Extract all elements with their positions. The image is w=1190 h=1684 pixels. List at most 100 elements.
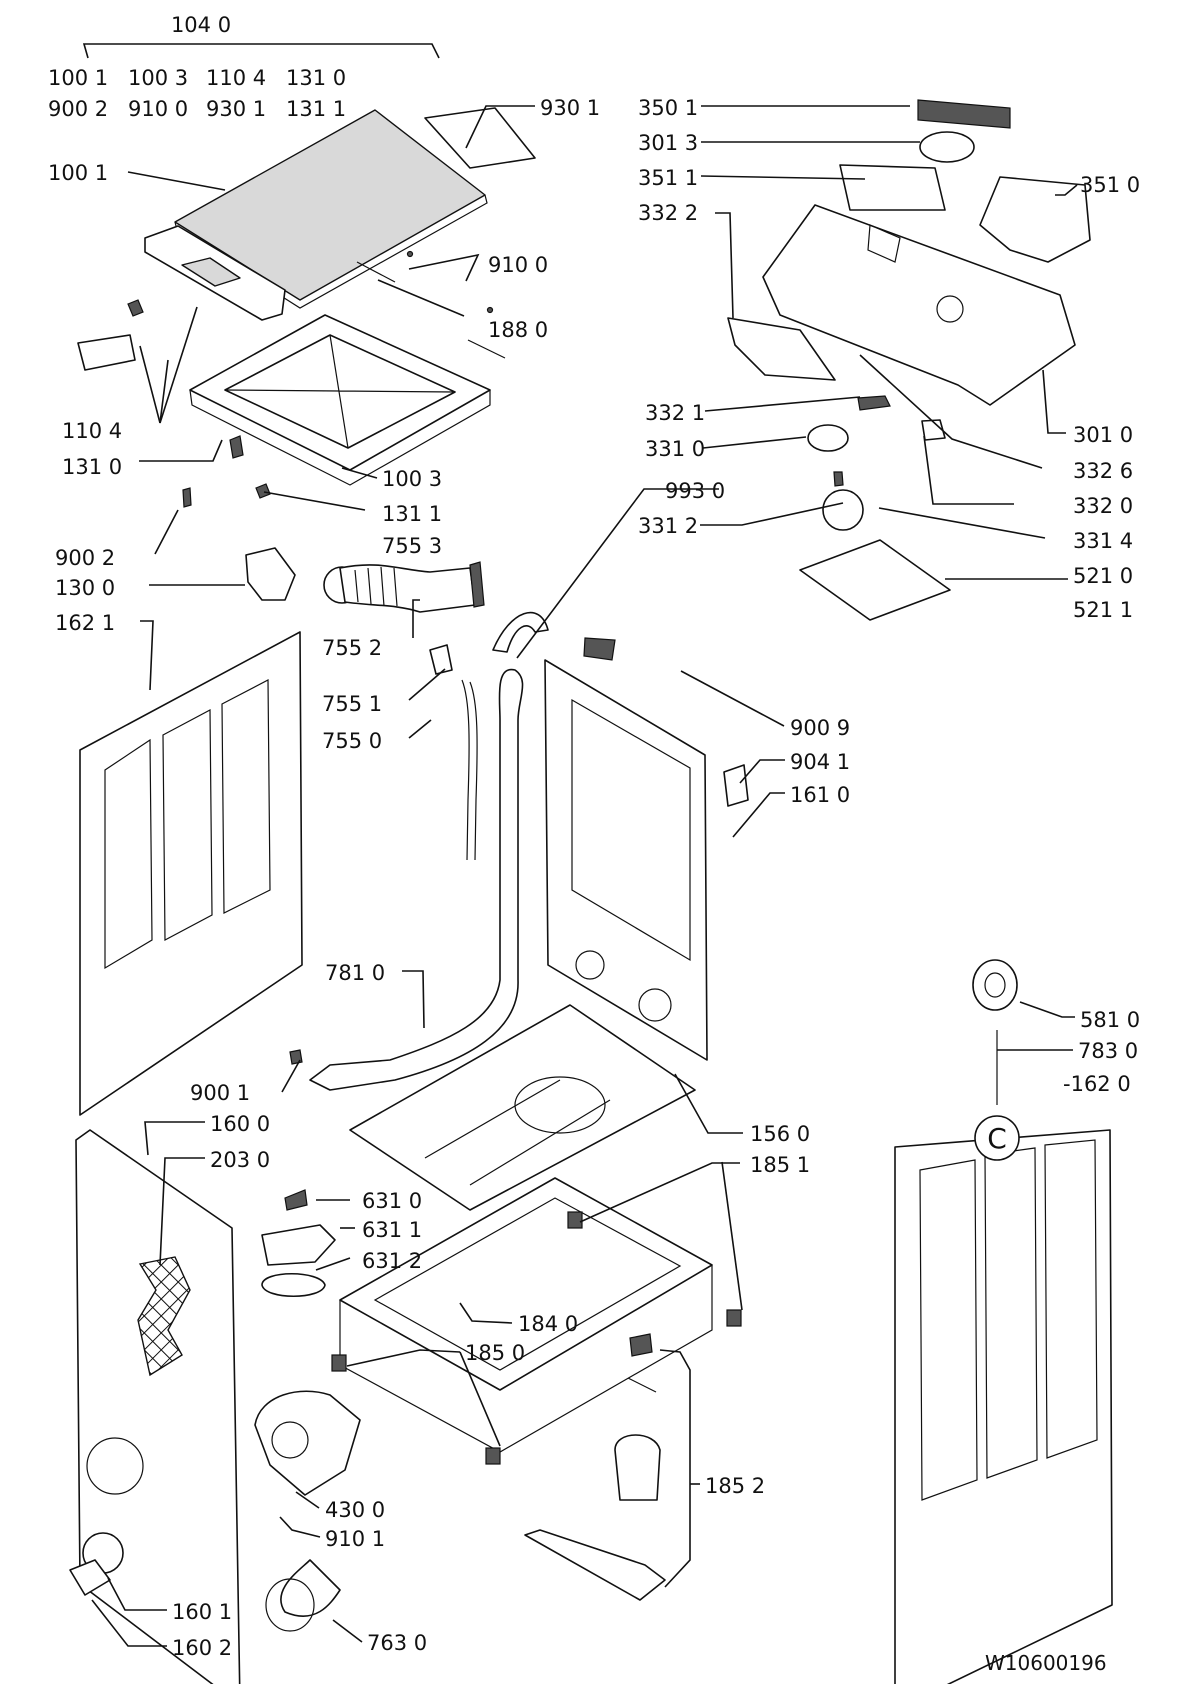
buttons-part <box>727 317 836 381</box>
label-755-3: 755 3 <box>382 534 442 558</box>
lever-clip-part <box>629 1333 653 1357</box>
spring-332-1-part <box>857 395 891 411</box>
button-support-part <box>839 164 946 211</box>
group-label-100-3: 100 3 <box>128 66 188 90</box>
label-331-4: 331 4 <box>1073 529 1133 553</box>
pump-inlet <box>271 1421 309 1459</box>
label-160-0: 160 0 <box>210 1112 270 1136</box>
label-161-0: 161 0 <box>790 783 850 807</box>
cover-latch-part <box>69 1559 111 1596</box>
filter-rim <box>265 1578 315 1632</box>
label-910-0: 910 0 <box>488 253 548 277</box>
left-side-panel-part <box>79 631 303 1116</box>
label-332-0: 332 0 <box>1073 494 1133 518</box>
callout-labels: 104 0 100 1 100 3 110 4 131 0 900 2 910 … <box>48 13 1140 1660</box>
foot-cap-part <box>289 1049 303 1065</box>
label-781-0: 781 0 <box>325 961 385 985</box>
spacer-part <box>723 764 749 807</box>
label-131-1: 131 1 <box>382 502 442 526</box>
leader-lines <box>82 43 1078 1647</box>
right-side-panel-part <box>894 1129 1113 1684</box>
label-160-1: 160 1 <box>172 1600 232 1624</box>
top-lid-part <box>144 109 488 321</box>
label-755-0: 755 0 <box>322 729 382 753</box>
label-130-0: 130 0 <box>55 576 115 600</box>
label-188-0: 188 0 <box>488 318 548 342</box>
label-631-0: 631 0 <box>362 1189 422 1213</box>
label-185-1: 185 1 <box>750 1153 810 1177</box>
group-label-930-1: 930 1 <box>206 97 266 121</box>
knob-shaft-part <box>833 471 844 487</box>
label-993-0: 993 0 <box>665 479 725 503</box>
label-904-1: 904 1 <box>790 750 850 774</box>
encoder-part <box>822 489 864 531</box>
inlet-hose-part <box>429 644 478 861</box>
door-lock-part <box>245 547 296 601</box>
label-755-2: 755 2 <box>322 636 382 660</box>
label-631-2: 631 2 <box>362 1249 422 1273</box>
main-board-part <box>799 539 951 621</box>
drain-hose-part <box>309 668 524 1091</box>
clip-part <box>127 299 144 317</box>
label-430-0: 430 0 <box>325 1498 385 1522</box>
label-162-1: 162 1 <box>55 611 115 635</box>
lever-arm-part <box>524 1529 666 1601</box>
clamp-part <box>469 561 485 608</box>
label-110-4: 110 4 <box>62 419 122 443</box>
label-185-2: 185 2 <box>705 1474 765 1498</box>
label-331-0: 331 0 <box>645 437 705 461</box>
group-header-label: 104 0 <box>171 13 231 37</box>
top-frame-part <box>189 314 491 486</box>
display-window-part <box>919 131 975 163</box>
label-332-6: 332 6 <box>1073 459 1133 483</box>
symbol-c-marker: C <box>974 1115 1020 1161</box>
drawing-code: W10600196 <box>985 1651 1107 1675</box>
foot-631-2-part <box>261 1272 326 1298</box>
pump-filter-part <box>280 1559 341 1617</box>
label-156-0: 156 0 <box>750 1122 810 1146</box>
latch-spring-part <box>255 483 271 499</box>
label-900-1: 900 1 <box>190 1081 250 1105</box>
label-160-2: 160 2 <box>172 1636 232 1660</box>
symbol-c-label: C <box>987 1122 1007 1155</box>
label-930-1: 930 1 <box>540 96 600 120</box>
rear-panel-part <box>544 659 708 1061</box>
label-521-0: 521 0 <box>1073 564 1133 588</box>
label-131-0: 131 0 <box>62 455 122 479</box>
label-301-0: 301 0 <box>1073 423 1133 447</box>
electronic-board-part <box>979 176 1091 263</box>
group-label-910-0: 910 0 <box>128 97 188 121</box>
pin-part <box>182 487 192 508</box>
group-label-131-1: 131 1 <box>286 97 346 121</box>
label-783-0: 783 0 <box>1078 1039 1138 1063</box>
knob-part <box>807 424 849 452</box>
label-521-1: 521 1 <box>1073 598 1133 622</box>
rear-clip-part <box>583 637 616 661</box>
group-label-131-0: 131 0 <box>286 66 346 90</box>
label-900-2: 900 2 <box>55 546 115 570</box>
handle-part <box>77 334 136 371</box>
label-331-2: 331 2 <box>638 514 698 538</box>
hinge-part <box>424 107 536 169</box>
adjustable-feet-part <box>331 1211 742 1465</box>
display-board-part <box>917 99 1011 129</box>
label-185-0: 185 0 <box>465 1341 525 1365</box>
label-100-1: 100 1 <box>48 161 108 185</box>
hose-hook-part <box>492 611 549 653</box>
latch-part <box>229 435 244 459</box>
label-332-1: 332 1 <box>645 401 705 425</box>
label-162-0: -162 0 <box>1063 1072 1131 1096</box>
label-350-1: 350 1 <box>638 96 698 120</box>
label-351-1: 351 1 <box>638 166 698 190</box>
label-351-0: 351 0 <box>1080 173 1140 197</box>
control-panel-part <box>762 204 1076 406</box>
bracket-631-1-part <box>261 1224 336 1266</box>
base-tray-part <box>349 1004 696 1211</box>
label-631-1: 631 1 <box>362 1218 422 1242</box>
pulley-part <box>972 959 1018 1011</box>
label-100-3: 100 3 <box>382 467 442 491</box>
label-301-3: 301 3 <box>638 131 698 155</box>
label-332-2: 332 2 <box>638 201 698 225</box>
label-910-1: 910 1 <box>325 1527 385 1551</box>
